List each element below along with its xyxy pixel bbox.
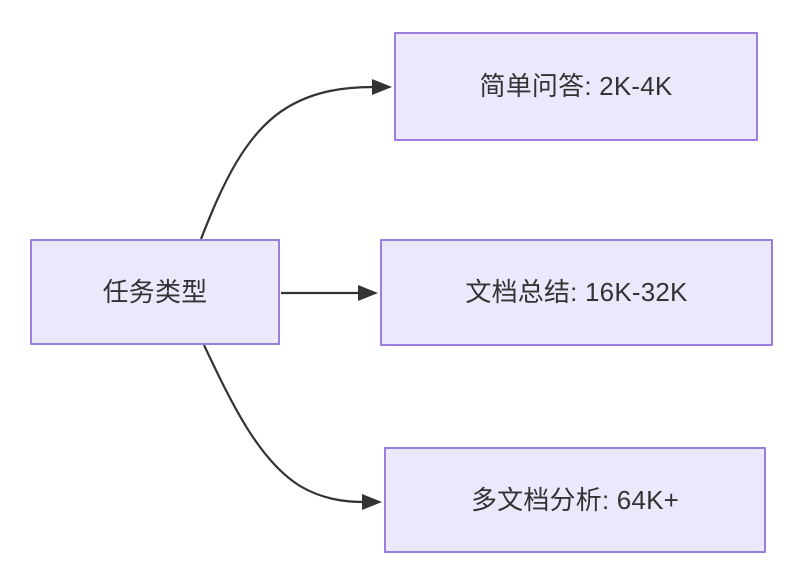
node-multi-doc[interactable]: 多文档分析: 64K+ bbox=[384, 447, 766, 553]
edge-source-to-doc-summary bbox=[281, 285, 378, 301]
arrow-head-icon bbox=[358, 285, 378, 301]
node-label: 多文档分析: 64K+ bbox=[470, 484, 680, 515]
arrow-head-icon bbox=[372, 79, 392, 95]
node-task-type[interactable]: 任务类型 bbox=[30, 239, 280, 345]
edge-source-to-multi-doc bbox=[203, 344, 382, 510]
node-label: 简单问答: 2K-4K bbox=[479, 71, 673, 102]
node-simple-qa[interactable]: 简单问答: 2K-4K bbox=[394, 32, 758, 141]
edge-source-to-simple-qa bbox=[199, 79, 392, 240]
node-label: 文档总结: 16K-32K bbox=[465, 277, 688, 308]
node-doc-summary[interactable]: 文档总结: 16K-32K bbox=[380, 239, 773, 346]
node-label: 任务类型 bbox=[102, 276, 208, 307]
arrow-head-icon bbox=[362, 494, 382, 510]
